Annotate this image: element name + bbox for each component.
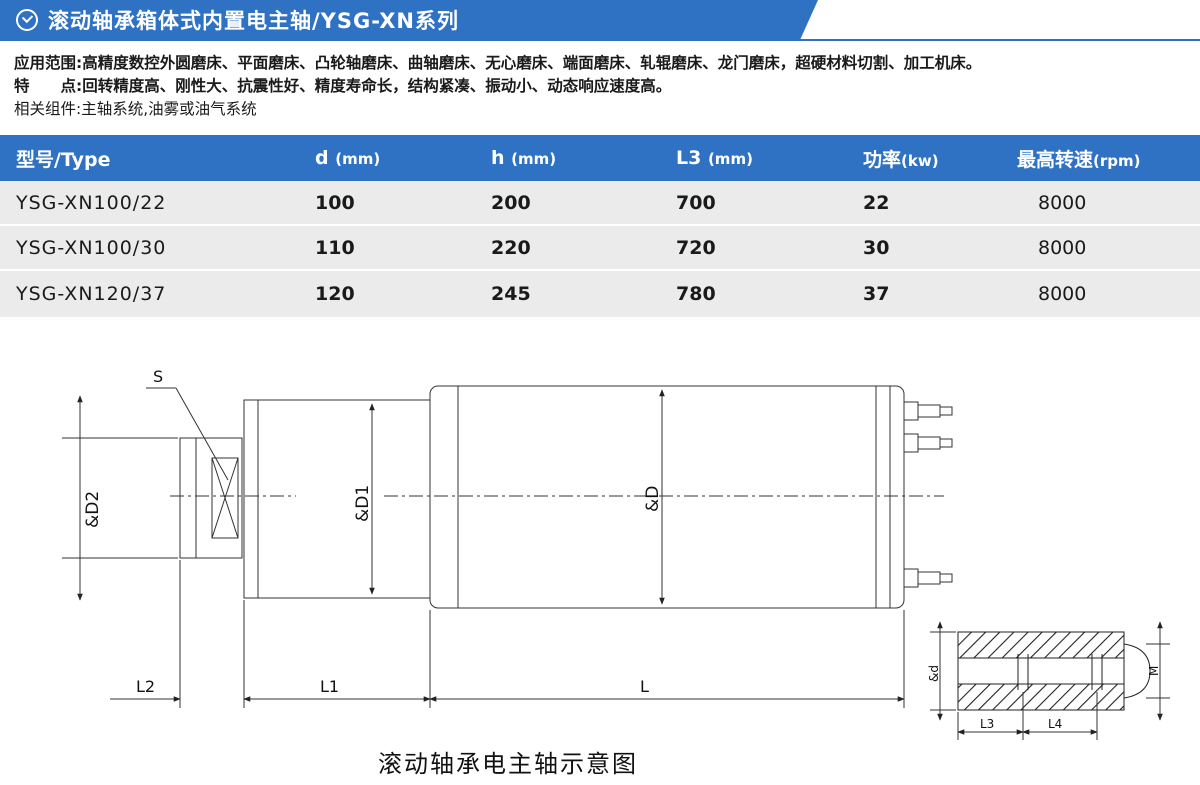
cell-d: 110 — [315, 236, 355, 259]
application-label: 应用范围: — [14, 54, 83, 72]
label-d1: &D1 — [353, 485, 373, 522]
spindle-outline — [170, 385, 944, 609]
cell-power: 22 — [863, 191, 890, 214]
cell-h: 220 — [491, 236, 531, 259]
spec-table: 型号/Type d (mm) h (mm) L3 (mm) 功率(kw) 最高转… — [0, 135, 1200, 317]
application-text: 高精度数控外圆磨床、平面磨床、凸轮轴磨床、曲轴磨床、无心磨床、端面磨床、轧辊磨床… — [82, 54, 982, 72]
label-d: &D — [643, 486, 663, 512]
table-row: YSG-XN100/30 110 220 720 30 8000 — [0, 226, 1200, 271]
check-circle-icon — [16, 9, 38, 31]
label-s: S — [153, 367, 163, 386]
label-l4: L4 — [1048, 717, 1062, 731]
label-l3: L3 — [980, 717, 994, 731]
label-l2: L2 — [136, 677, 155, 696]
header-max-speed: 最高转速(rpm) — [1017, 148, 1141, 171]
table-row: YSG-XN120/37 120 245 780 37 8000 — [0, 271, 1200, 317]
cell-h: 200 — [491, 191, 531, 214]
label-small-d: &d — [927, 665, 941, 682]
cell-h: 245 — [491, 283, 531, 305]
components-label: 相关组件: — [14, 100, 82, 118]
title-banner: 滚动轴承箱体式内置电主轴/YSG-XN系列 — [0, 0, 818, 40]
banner-underline — [0, 39, 1200, 41]
connector-fittings — [903, 401, 953, 588]
label-d2: &D2 — [83, 491, 103, 528]
drawing-caption: 滚动轴承电主轴示意图 — [378, 750, 638, 778]
cell-type: YSG-XN120/37 — [16, 283, 167, 305]
header-l3: L3 (mm) — [676, 147, 753, 169]
header-power: 功率(kw) — [863, 148, 939, 171]
spindle-drawing: S &D2 &D1 &D L2 L1 L &d M L3 L4 — [62, 367, 1170, 740]
features-row: 特 点:回转精度高、刚性大、抗震性好、精度寿命长，结构紧凑、振动小、动态响应速度… — [14, 75, 1194, 98]
label-l1: L1 — [320, 677, 339, 696]
components-row: 相关组件:主轴系统,油雾或油气系统 — [14, 98, 1194, 121]
dimension-lines — [62, 387, 905, 708]
cell-l3: 720 — [676, 236, 716, 259]
features-text: 回转精度高、刚性大、抗震性好、精度寿命长，结构紧凑、振动小、动态响应速度高。 — [82, 77, 672, 95]
intro-section: 应用范围:高精度数控外圆磨床、平面磨床、凸轮轴磨床、曲轴磨床、无心磨床、端面磨床… — [14, 52, 1194, 121]
cell-power: 30 — [863, 236, 890, 259]
header-h: h (mm) — [491, 147, 557, 169]
application-row: 应用范围:高精度数控外圆磨床、平面磨床、凸轮轴磨床、曲轴磨床、无心磨床、端面磨床… — [14, 52, 1194, 75]
shaft-end-detail — [930, 621, 1170, 740]
cell-type: YSG-XN100/30 — [16, 236, 167, 259]
components-text: 主轴系统,油雾或油气系统 — [81, 100, 257, 118]
table-row: YSG-XN100/22 100 200 700 22 8000 — [0, 181, 1200, 226]
cell-d: 100 — [315, 191, 355, 214]
header-d: d (mm) — [315, 147, 381, 169]
cell-max-speed: 8000 — [1038, 236, 1087, 259]
cell-d: 120 — [315, 283, 355, 305]
features-label: 特 点: — [14, 77, 83, 95]
cell-l3: 780 — [676, 283, 716, 305]
page-title: 滚动轴承箱体式内置电主轴/YSG-XN系列 — [48, 9, 460, 33]
cell-power: 37 — [863, 283, 890, 305]
label-m: M — [1147, 666, 1161, 676]
label-l: L — [640, 677, 649, 696]
table-header: 型号/Type d (mm) h (mm) L3 (mm) 功率(kw) 最高转… — [0, 135, 1200, 181]
header-type: 型号/Type — [16, 148, 111, 171]
cell-l3: 700 — [676, 191, 716, 214]
cell-max-speed: 8000 — [1038, 283, 1087, 305]
cell-max-speed: 8000 — [1038, 191, 1087, 214]
cell-type: YSG-XN100/22 — [16, 191, 167, 214]
